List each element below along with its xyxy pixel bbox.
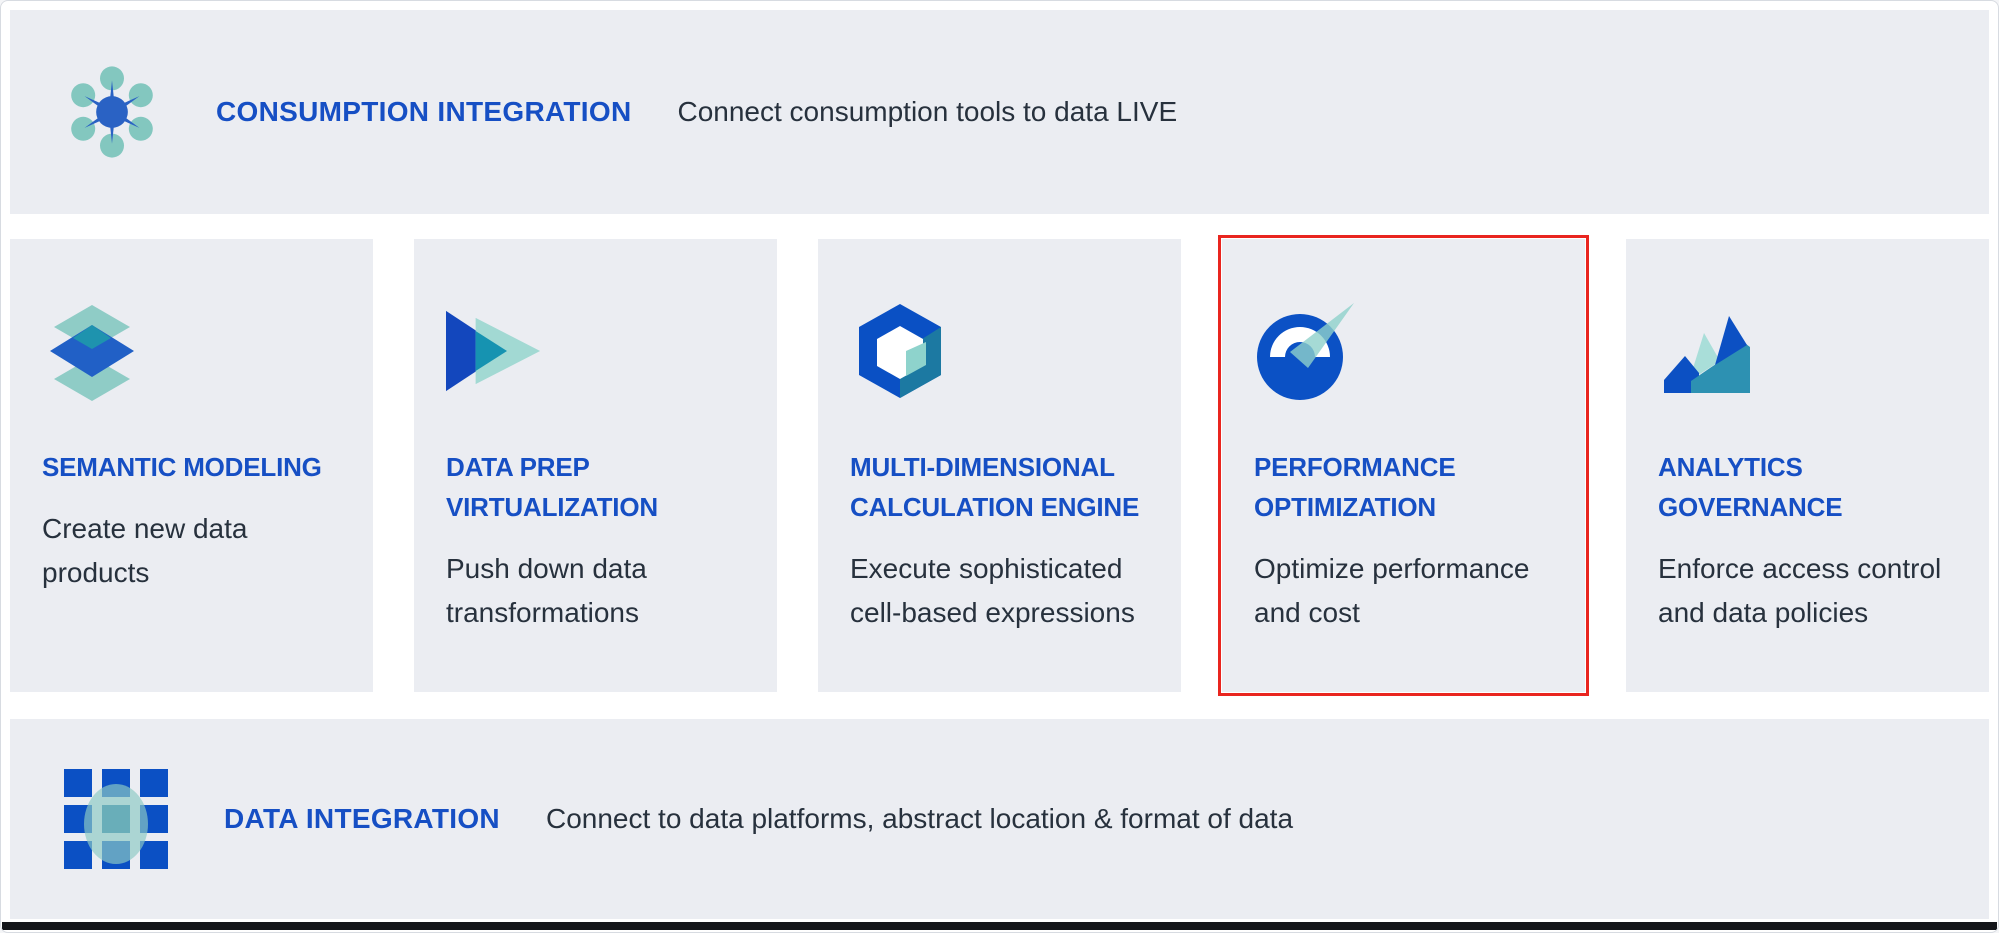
gauge-icon bbox=[1254, 299, 1358, 403]
card-performance-optimization: PERFORMANCE OPTIMIZATION Optimize perfor… bbox=[1218, 235, 1589, 696]
card-multidimensional-calculation-engine: MULTI-DIMENSIONAL CALCULATION ENGINE Exe… bbox=[818, 239, 1181, 692]
layers-icon bbox=[42, 299, 142, 403]
card-analytics-governance: ANALYTICS GOVERNANCE Enforce access cont… bbox=[1626, 239, 1989, 692]
card-title: ANALYTICS GOVERNANCE bbox=[1658, 452, 1843, 522]
bottom-banner-subtitle: Connect to data platforms, abstract loca… bbox=[545, 803, 1294, 834]
card-description: Enforce access control and data policies bbox=[1658, 553, 1942, 628]
hub-network-icon bbox=[64, 63, 160, 161]
card-title: PERFORMANCE OPTIMIZATION bbox=[1254, 452, 1456, 522]
cube-hexagon-icon bbox=[850, 301, 950, 401]
top-banner-subtitle: Connect consumption tools to data LIVE bbox=[677, 96, 1178, 127]
card-description: Execute sophisticated cell-based express… bbox=[850, 553, 1135, 628]
consumption-integration-banner: CONSUMPTION INTEGRATION Connect consumpt… bbox=[10, 10, 1989, 214]
card-description: Optimize performance and cost bbox=[1254, 553, 1530, 628]
fast-forward-icon bbox=[446, 309, 568, 393]
feature-cards-row: SEMANTIC MODELING Create new data produc… bbox=[10, 235, 1989, 696]
bottom-banner-title: DATA INTEGRATION bbox=[224, 803, 500, 834]
grid-icon bbox=[64, 769, 168, 869]
card-title: DATA PREP VIRTUALIZATION bbox=[446, 452, 658, 522]
area-chart-icon bbox=[1658, 301, 1758, 401]
card-description: Create new data products bbox=[42, 513, 248, 588]
top-banner-title: CONSUMPTION INTEGRATION bbox=[216, 96, 632, 127]
card-description: Push down data transformations bbox=[446, 553, 647, 628]
card-title: SEMANTIC MODELING bbox=[42, 452, 322, 482]
data-integration-banner: DATA INTEGRATION Connect to data platfor… bbox=[10, 719, 1989, 919]
card-data-prep-virtualization: DATA PREP VIRTUALIZATION Push down data … bbox=[414, 239, 777, 692]
card-title: MULTI-DIMENSIONAL CALCULATION ENGINE bbox=[850, 452, 1140, 522]
bottom-edge-bar bbox=[2, 922, 1997, 930]
card-semantic-modeling: SEMANTIC MODELING Create new data produc… bbox=[10, 239, 373, 692]
